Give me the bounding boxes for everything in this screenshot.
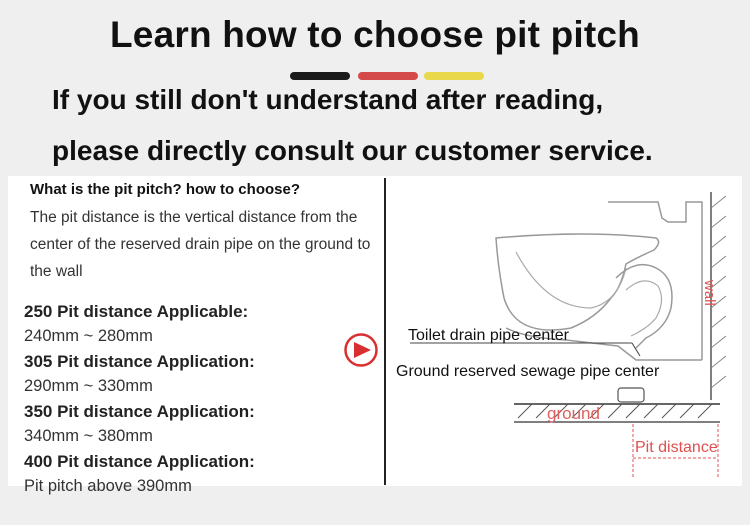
sewage-pipe xyxy=(617,387,645,403)
list-item-heading: 305 Pit distance Application: xyxy=(24,352,255,371)
toilet-bowl xyxy=(495,233,660,331)
question-heading: What is the pit pitch? how to choose? xyxy=(30,181,300,198)
subtitle-line-1: If you still don't understand after read… xyxy=(52,84,604,115)
toilet-base xyxy=(505,327,702,361)
wall-label: wall xyxy=(701,280,718,306)
stripe-black xyxy=(290,72,350,80)
vertical-divider xyxy=(384,178,386,485)
bowl-inner xyxy=(515,251,627,309)
list-item-value: 240mm ~ 280mm xyxy=(24,327,153,345)
list-item-heading: 250 Pit distance Applicable: xyxy=(24,302,249,321)
sewage-center-label: Ground reserved sewage pipe center xyxy=(396,363,660,380)
pit-distance-list: 250 Pit distance Applicable: 240mm ~ 280… xyxy=(24,299,374,499)
wall-hatch xyxy=(710,195,727,389)
description-text: The pit distance is the vertical distanc… xyxy=(30,209,371,280)
pit-distance-label: Pit distance xyxy=(635,439,718,456)
stripe-yellow xyxy=(424,72,484,80)
stripe-red xyxy=(358,72,418,80)
subtitle-line-2: please directly consult our customer ser… xyxy=(52,135,653,166)
page-title: Learn how to choose pit pitch xyxy=(110,14,640,55)
ground-label: ground xyxy=(547,404,600,423)
ground-hatch xyxy=(517,403,713,419)
play-circle-icon xyxy=(344,333,378,367)
toilet-diagram xyxy=(410,192,727,478)
toilet-tank xyxy=(608,201,703,360)
list-item-heading: 400 Pit distance Application: xyxy=(24,452,255,471)
list-item-value: 340mm ~ 380mm xyxy=(24,427,153,445)
content-card xyxy=(8,176,742,486)
list-item-value: Pit pitch above 390mm xyxy=(24,477,192,495)
drain-center-label: Toilet drain pipe center xyxy=(408,327,569,344)
trapway xyxy=(615,263,673,349)
list-item-value: 290mm ~ 330mm xyxy=(24,377,153,395)
list-item-heading: 350 Pit distance Application: xyxy=(24,402,255,421)
